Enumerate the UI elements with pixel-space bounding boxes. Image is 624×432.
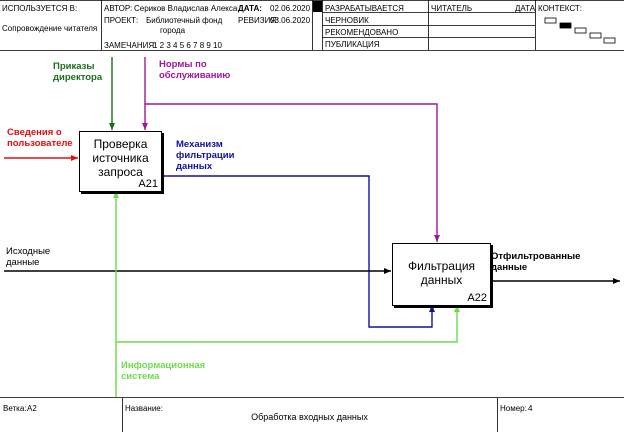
project-value-line1: Библиотечный фонд — [146, 16, 223, 25]
node-value: A2 — [27, 404, 37, 413]
header-grid — [0, 0, 624, 51]
revision-value: 03.06.2020 — [270, 16, 311, 25]
working-status-marker — [313, 1, 322, 12]
activity-box-a21[interactable]: Проверка источника запроса A21 — [79, 131, 162, 192]
footer-grid — [0, 397, 624, 432]
arrow-label-input-data: Исходные данные — [6, 246, 51, 268]
status-draft: ЧЕРНОВИК — [325, 16, 369, 25]
notes-value: 1 2 3 4 5 6 7 8 9 10 — [153, 41, 222, 50]
number-label: Номер: — [500, 404, 527, 413]
date2-label: ДАТА — [515, 4, 536, 13]
arrow-filter-mechanism[interactable] — [161, 175, 435, 328]
activity-box-a22-number: A22 — [467, 292, 487, 304]
arrow-norms-to-a22[interactable] — [145, 103, 440, 242]
arrow-label-info-system: Информационная система — [121, 360, 206, 382]
used-in-label: ИСПОЛЬЗУЕТСЯ В: — [2, 4, 78, 13]
activity-box-a21-name: Проверка источника запроса — [92, 137, 149, 179]
context-label: КОНТЕКСТ: — [538, 4, 582, 13]
arrow-label-filtered-data: Отфильтрованные данные — [491, 251, 581, 273]
arrow-label-orders: Приказы директора — [53, 61, 103, 83]
status-working: РАЗРАБАТЫВАЕТСЯ — [325, 4, 404, 13]
date-label: ДАТА: — [238, 4, 262, 13]
diagram-title: Обработка входных данных — [251, 412, 368, 422]
activity-box-a22[interactable]: Фильтрация данных A22 — [392, 243, 491, 306]
node-label: Ветка: — [3, 404, 27, 413]
date-value: 02.06.2020 — [270, 4, 311, 13]
context-thumbnail — [544, 17, 616, 44]
project-label: ПРОЕКТ: — [104, 16, 139, 25]
notes-label: ЗАМЕЧАНИЯ: — [104, 41, 157, 50]
reader-label: ЧИТАТЕЛЬ — [431, 4, 473, 13]
activity-box-a21-number: A21 — [138, 178, 158, 190]
revision-label: РЕВИЗИЯ: — [238, 16, 279, 25]
arrow-label-norms: Нормы по обслуживанию — [159, 59, 231, 81]
used-in-value: Сопровождение читателя — [2, 24, 98, 33]
project-value-line2: города — [160, 26, 186, 35]
arrow-info-system-to-a22[interactable] — [116, 305, 460, 343]
status-recommended: РЕКОМЕНДОВАНО — [325, 28, 399, 37]
title-label: Название: — [125, 404, 163, 413]
author-value: Сериков Владислав Александ... — [134, 4, 238, 13]
arrow-label-user-info: Сведения о пользователе — [7, 127, 73, 149]
status-publication: ПУБЛИКАЦИЯ — [325, 40, 380, 49]
author-label: АВТОР: — [104, 4, 133, 13]
number-value: 4 — [528, 404, 533, 413]
arrow-label-filter-mechanism: Механизм фильтрации данных — [176, 139, 235, 172]
activity-box-a22-name: Фильтрация данных — [407, 259, 476, 287]
